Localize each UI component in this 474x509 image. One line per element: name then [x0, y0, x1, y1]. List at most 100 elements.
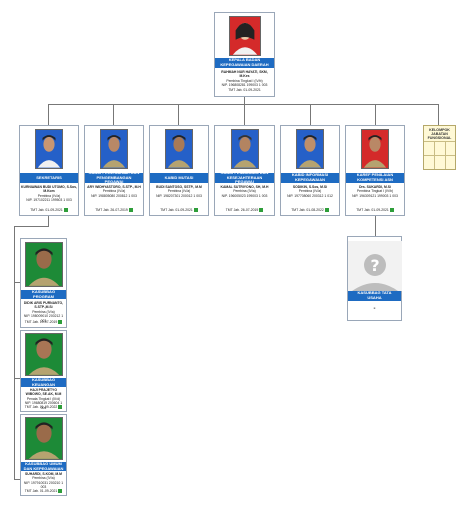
info-kabid-mutasi: BUDI SANTOSO, SSTP., M.M Pembina (IV/a) …	[151, 185, 207, 198]
check-icon	[389, 208, 394, 213]
name-kasubbag-umum: SUHARDI, S.KOM, M.M	[25, 472, 62, 476]
connector-head-down	[244, 96, 245, 104]
card-kabid-mutasi[interactable]: KABID MUTASI BUDI SANTOSO, SSTP., M.M Pe…	[149, 125, 209, 216]
card-kabid-pembinaan[interactable]: KABID PEMBINAAN DAN KESEJAHTERAAN PEGAWA…	[214, 125, 275, 216]
nip-sekretaris: NIP. 197102211 199503 1 003	[26, 198, 72, 203]
info-karef-penilaian: Drs. SUKARDI, M.Si Pembina Tingkat I (IV…	[347, 185, 403, 198]
title-kasubbag-keuangan: KASUBBAG KEUANGAN	[21, 377, 66, 387]
head-card[interactable]: KEPALA BADAN KEPEGAWAIAN DAERAH RAHMAH N…	[214, 12, 275, 97]
rank-kabid-informasi: Pembina (IV/a)	[298, 189, 322, 194]
head-nip: NIP. 196808281 199003 1 003	[221, 83, 268, 88]
info-kabid-pembinaan: KAMAL SUTRIYONO, SH, M.H Pembina (IV/a) …	[216, 185, 273, 198]
connector-l3-2	[14, 378, 20, 379]
connector-l2-5	[310, 104, 311, 126]
tmt-kasubbag-umum: TMT Jab. 01-09-2021	[21, 489, 66, 494]
card-karef-penilaian[interactable]: KAREF PENILAIAN KOMPETENSI ASN Drs. SUKA…	[345, 125, 405, 216]
rank-kabid-mutasi: Pembina (IV/a)	[167, 189, 191, 194]
photo-kabid-pembinaan	[230, 129, 259, 169]
info-kasubbag-umum: SUHARDI, S.KOM, M.M Pembina (IV/a) NIP. …	[22, 472, 65, 490]
title-kabid-perencanaan: KABID PEREncanaan DAN PENGEMBANGAN PEGAW…	[85, 170, 143, 184]
info-kasubbag-tata-usaha: -	[349, 306, 400, 312]
nip-kasubbag-umum: NIP. 197910031 200210 1 003	[23, 480, 64, 490]
connector-level2-horizontal	[48, 104, 438, 105]
name-kasubbag-keuangan: HAJI PRAJETYO WIBOWO, SE.AK, M.M	[25, 388, 62, 397]
nip-kasubbag-keuangan: NIP. 19680819 200604 1 004	[24, 401, 63, 410]
rank-kasubbag-program: Pembina (IV/a)	[32, 309, 55, 314]
photo-sekretaris	[35, 129, 63, 169]
connector-level3-vertical	[14, 226, 15, 479]
connector-l2-4	[244, 104, 245, 126]
rank-kasubbag-keuangan: Penata Tingkat I (III/d)	[26, 396, 61, 401]
photo-karef-penilaian	[361, 129, 389, 169]
rank-kabid-perencanaan: Pembina (IV/a)	[102, 189, 126, 194]
head-photo	[228, 16, 261, 56]
nip-kabid-informasi: NIP. 197708060 200312 1 012	[287, 193, 333, 198]
head-info: RAHMAH NUR HAYATI, SKM, M.Kes Pembina Ti…	[216, 70, 273, 92]
card-kabid-informasi[interactable]: KABID INFORMASI KEPEGAWAIAN SODIKIN, S.S…	[280, 125, 340, 216]
question-avatar-icon: ?	[351, 254, 398, 291]
fungsional-grid	[424, 141, 455, 169]
name-kabid-mutasi: BUDI SANTOSO, SSTP., M.M	[156, 185, 202, 189]
tmt-kasubbag-keuangan: TMT Jab. 01-09-2022	[21, 405, 66, 410]
photo-kabid-informasi	[296, 129, 324, 169]
title-sekretaris: SEKRETARIS	[20, 173, 78, 183]
card-kasubbag-umum[interactable]: KASUBBAG UMUM DAN KEPEGAWAIAN SUHARDI, S…	[20, 414, 67, 496]
connector-l2-2	[113, 104, 114, 126]
rank-sekretaris: Pembina (IV/a)	[37, 193, 61, 198]
nip-karef-penilaian: NIP. 196309121 199003 1 003	[352, 193, 398, 198]
tmt-kasubbag-program: TMT Jab. 10-07-2019	[21, 320, 66, 325]
head-rank: Pembina Tingkat I (IV/b)	[226, 78, 263, 83]
name-kasubbag-program: DIDIK ARIS PURNANTO, S.STP.,M.Si	[23, 301, 64, 310]
photo-placeholder: ?	[347, 241, 402, 291]
photo-kasubbag-keuangan	[24, 333, 63, 376]
name-kabid-pembinaan: KAMAL SUTRIYONO, SH, M.H	[220, 185, 269, 189]
check-icon	[193, 208, 198, 213]
photo-kasubbag-umum	[24, 417, 63, 460]
head-title: KEPALA BADAN KEPEGAWAIAN DAERAH	[215, 58, 274, 68]
connector-sekretaris-horizontal	[14, 226, 49, 227]
title-kasubbag-tata-usaha: KASUBBAG TATA USAHA	[348, 291, 401, 301]
photo-kabid-perencanaan	[100, 129, 128, 169]
name-kabid-informasi: SODIKIN, S.Sos, M.Si	[292, 185, 328, 189]
title-karef-penilaian: KAREF PENILAIAN KOMPETENSI ASN	[346, 173, 404, 183]
card-kasubbag-program[interactable]: KASUBBAG PROGRAM DIDIK ARIS PURNANTO, S.…	[20, 238, 67, 328]
title-kabid-mutasi: KABID MUTASI	[150, 173, 208, 183]
tmt-sekretaris: TMT Jab. 01-09-2021	[20, 208, 78, 213]
connector-sekretaris-down	[48, 216, 49, 226]
info-kabid-perencanaan: ARY WIDHYASTORO, S.STP., M.H Pembina (IV…	[86, 185, 142, 198]
info-sekretaris: KURNIAWAN BUDI UTOMO, S.Sos, M.Kom Pembi…	[21, 185, 77, 203]
svg-text:?: ?	[370, 256, 379, 275]
check-icon	[324, 208, 329, 213]
name-karef-penilaian: Drs. SUKARDI, M.Si	[359, 185, 391, 189]
nip-kasubbag-program: NIP. 198009010 200212 1 003	[23, 314, 64, 323]
card-kasubbag-tata-usaha[interactable]: ? KASUBBAG TATA USAHA -	[347, 236, 402, 321]
connector-l3-1	[14, 282, 20, 283]
card-sekretaris[interactable]: SEKRETARIS KURNIAWAN BUDI UTOMO, S.Sos, …	[19, 125, 79, 216]
tmt-kabid-perencanaan: TMT Jab. 26-07-2019	[85, 208, 143, 213]
info-kasubbag-program: DIDIK ARIS PURNANTO, S.STP.,M.Si Pembina…	[22, 301, 65, 323]
title-kasubbag-program: KASUBBAG PROGRAM	[21, 289, 66, 299]
name-kasubbag-tata-usaha: -	[373, 306, 376, 312]
check-icon	[58, 320, 63, 325]
tmt-karef-penilaian: TMT Jab. 01-09-2021	[346, 208, 404, 213]
photo-kabid-mutasi	[165, 129, 193, 169]
connector-l2-1	[48, 104, 49, 126]
title-kasubbag-umum: KASUBBAG UMUM DAN KEPEGAWAIAN	[21, 461, 66, 471]
photo-kasubbag-program	[24, 242, 63, 287]
card-kelompok-fungsional[interactable]: KELOMPOK JABATAN FUNGSIONAL	[423, 125, 456, 170]
card-kabid-perencanaan[interactable]: KABID PEREncanaan DAN PENGEMBANGAN PEGAW…	[84, 125, 144, 216]
rank-karef-penilaian: Pembina Tingkat I (IV/b)	[356, 189, 394, 194]
info-kabid-informasi: SODIKIN, S.Sos, M.Si Pembina (IV/a) NIP.…	[282, 185, 338, 198]
card-kasubbag-keuangan[interactable]: KASUBBAG KEUANGAN HAJI PRAJETYO WIBOWO, …	[20, 330, 67, 412]
nip-kabid-mutasi: NIP. 198207301 200012 1 003	[156, 193, 202, 198]
check-icon	[58, 489, 63, 494]
check-icon	[58, 405, 63, 410]
check-icon	[128, 208, 133, 213]
head-tmt: TMT Jab. 01-09-2021	[228, 87, 261, 92]
connector-l3-3	[14, 479, 20, 480]
nip-kabid-perencanaan: NIP. 198805080 200812 1 003	[91, 193, 137, 198]
nip-kabid-pembinaan: NIP. 196005023 199003 1 003	[221, 193, 268, 198]
connector-l2-3	[178, 104, 179, 126]
connector-fungsional	[438, 104, 439, 126]
info-kasubbag-keuangan: HAJI PRAJETYO WIBOWO, SE.AK, M.M Penata …	[22, 388, 65, 410]
